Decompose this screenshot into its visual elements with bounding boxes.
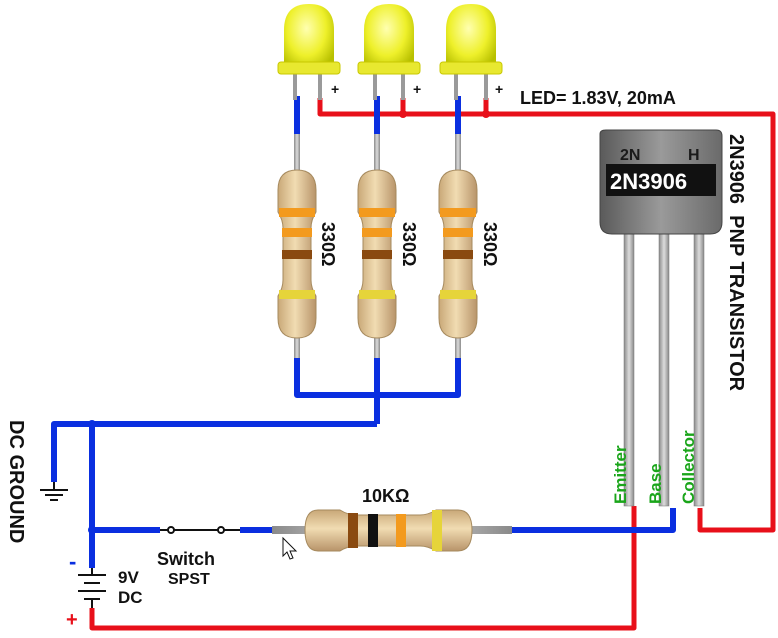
transistor-2n3906: 2N H 2N3906 (599, 129, 723, 507)
negative-wires (51, 96, 676, 568)
emitter-to-battery-wire (89, 506, 637, 631)
led-2 (357, 4, 421, 100)
battery-voltage-label: 9V (118, 568, 139, 587)
positive-wires (89, 98, 776, 631)
led-resistor-3-value: 330Ω (480, 222, 500, 266)
spst-switch (160, 526, 240, 534)
wire-junction (373, 391, 381, 399)
pin-label-collector: Collector (679, 430, 698, 504)
wire-junction (88, 420, 96, 428)
mouse-cursor-icon (282, 536, 298, 560)
led-3 (439, 4, 503, 100)
switch-type: SPST (168, 571, 210, 588)
led-resistor-2-value: 330Ω (399, 222, 419, 266)
base-resistor (272, 509, 512, 552)
battery-minus-sign: - (69, 549, 76, 574)
led2-plus-sign: + (413, 81, 421, 97)
wire-junction (482, 110, 490, 118)
transistor-mark-h: H (688, 147, 700, 164)
led-spec-label: LED= 1.83V, 20mA (520, 88, 676, 108)
led-resistor-3 (438, 134, 478, 358)
ground-label: DC GROUND (5, 420, 27, 543)
ground-symbol (40, 482, 68, 501)
transistor-part-number: 2N3906 (610, 169, 687, 194)
switch-title: Switch (157, 549, 215, 569)
led1-plus-sign: + (331, 81, 339, 97)
transistor-mark-2n: 2N (620, 147, 640, 164)
wire-junction (88, 526, 96, 534)
pin-label-base: Base (646, 463, 665, 504)
led3-plus-sign: + (495, 81, 503, 97)
led-resistor-2 (357, 134, 397, 358)
wire-junction (399, 110, 407, 118)
transistor-side-label: 2N3906 PNP TRANSISTOR (725, 134, 747, 392)
battery-symbol (78, 568, 106, 608)
battery-type-label: DC (118, 588, 143, 607)
led-resistor-1 (277, 134, 317, 358)
battery-plus-sign: + (66, 609, 78, 631)
base-resistor-value: 10KΩ (362, 486, 409, 506)
led-positive-bus-wire (317, 98, 776, 533)
led-resistor-1-value: 330Ω (318, 222, 338, 266)
led-1 (277, 4, 341, 100)
pin-label-emitter: Emitter (611, 445, 630, 504)
